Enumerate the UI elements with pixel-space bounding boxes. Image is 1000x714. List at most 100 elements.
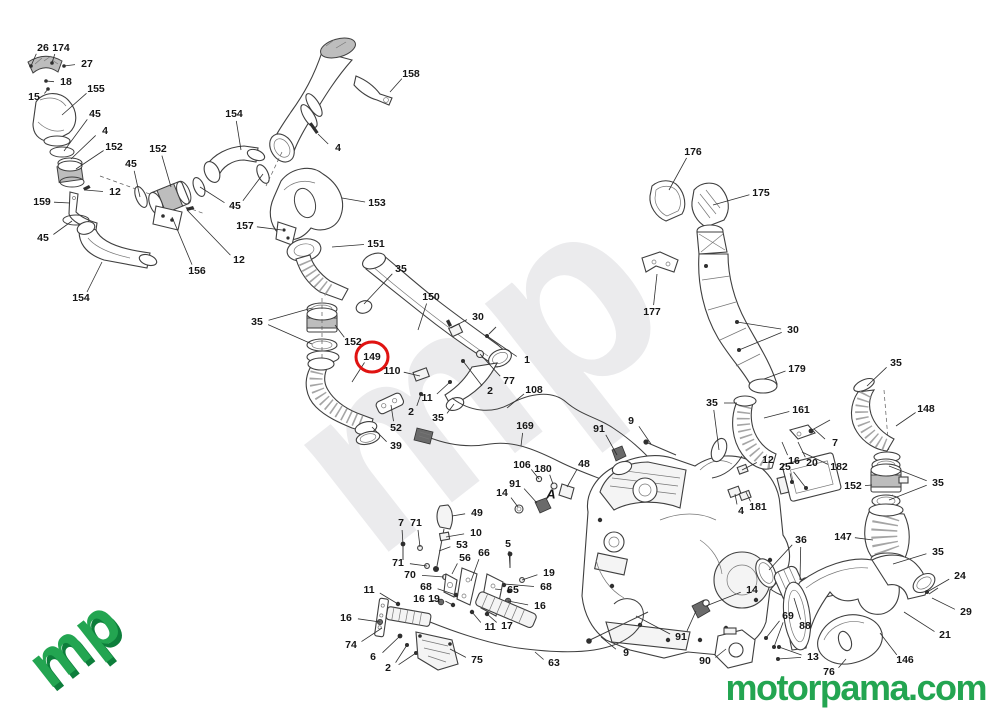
leader-line-24	[926, 578, 950, 593]
part-label-12: 12	[233, 254, 245, 266]
leader-line-91	[523, 488, 538, 504]
leader-line-108	[506, 393, 525, 409]
part-label-35: 35	[932, 477, 944, 489]
part-label-1: 1	[524, 354, 530, 366]
leader-line-1	[486, 335, 517, 357]
part-label-4: 4	[335, 142, 341, 154]
part-label-9: 9	[628, 415, 634, 427]
leader-line-15	[44, 88, 49, 94]
leader-line-5	[508, 550, 511, 568]
part-label-147: 147	[834, 531, 852, 543]
part-label-68: 68	[420, 581, 432, 593]
leader-line-68	[437, 588, 457, 596]
leader-line-19	[521, 574, 538, 581]
part-label-19: 19	[428, 593, 440, 605]
part-label-106: 106	[513, 459, 531, 471]
part-label-27: 27	[81, 58, 93, 70]
part-label-88: 88	[799, 620, 811, 632]
part-label-45: 45	[89, 108, 101, 120]
part-label-13: 13	[807, 651, 819, 663]
leader-line-91	[605, 434, 618, 456]
leader-line-153	[341, 197, 366, 203]
leader-line-14	[510, 497, 519, 508]
part-label-159: 159	[33, 196, 51, 208]
part-label-7: 7	[398, 517, 404, 529]
leader-line-35	[363, 273, 393, 305]
part-label-11: 11	[484, 621, 495, 633]
leader-line-20	[797, 441, 806, 458]
part-label-65: 65	[507, 584, 519, 596]
airbox-drawing	[641, 180, 778, 394]
leader-line-4	[734, 493, 738, 505]
part-label-179: 179	[788, 363, 806, 375]
leader-line-2	[395, 644, 408, 663]
highlight-circle-149	[354, 340, 390, 374]
leader-line-29	[931, 597, 956, 610]
elbow-161-drawing	[710, 395, 777, 479]
leader-line-6	[382, 635, 401, 653]
part-label-49: 49	[471, 507, 483, 519]
part-label-181: 181	[749, 501, 767, 513]
leader-line-179	[763, 370, 786, 380]
part-label-30: 30	[787, 324, 799, 336]
leader-line-91	[686, 610, 697, 632]
part-label-151: 151	[367, 238, 385, 250]
part-label-4: 4	[102, 125, 108, 137]
leader-line-146	[879, 632, 898, 656]
leader-line-106	[530, 469, 540, 480]
part-label-35: 35	[251, 316, 263, 328]
leader-line-11	[436, 381, 451, 395]
leader-line-70	[421, 575, 445, 578]
part-label-110: 110	[384, 365, 401, 377]
leader-line-66	[470, 559, 480, 582]
part-label-12: 12	[109, 186, 121, 198]
part-label-45: 45	[229, 200, 241, 212]
part-label-35: 35	[395, 263, 407, 275]
part-label-152: 152	[844, 480, 862, 492]
leader-line-25	[789, 473, 793, 483]
part-label-21: 21	[939, 629, 951, 641]
leader-line-69	[765, 620, 780, 639]
part-label-175: 175	[752, 187, 770, 199]
leader-line-180	[549, 474, 554, 485]
part-label-17: 17	[501, 620, 513, 632]
part-label-108: 108	[525, 384, 543, 396]
part-label-69: 69	[782, 610, 794, 622]
leader-line-16	[430, 599, 441, 603]
part-label-154: 154	[225, 108, 243, 120]
leader-line-35	[446, 403, 455, 414]
part-label-A: A	[545, 486, 555, 501]
part-label-152: 152	[105, 141, 123, 153]
leader-line-45	[199, 186, 225, 204]
part-label-149: 149	[363, 351, 381, 363]
part-label-26: 26	[37, 42, 49, 54]
leader-line-36	[799, 546, 802, 581]
part-label-24: 24	[954, 570, 966, 582]
part-label-91: 91	[675, 631, 687, 643]
top-duct-drawing	[265, 37, 393, 301]
leader-line-45	[242, 173, 264, 201]
leader-line-150	[417, 303, 427, 331]
part-label-20: 20	[806, 457, 818, 469]
part-label-29: 29	[960, 606, 972, 618]
leader-line-13	[777, 657, 802, 660]
leader-line-154	[235, 120, 242, 151]
part-label-70: 70	[404, 569, 416, 581]
leader-line-13	[778, 646, 802, 656]
part-label-148: 148	[917, 403, 935, 415]
part-label-71: 71	[410, 517, 422, 529]
part-label-4: 4	[738, 505, 744, 517]
leader-line-169	[520, 432, 523, 447]
part-label-56: 56	[459, 552, 471, 564]
part-label-11: 11	[421, 392, 432, 404]
leader-line-152	[161, 155, 172, 188]
part-label-2: 2	[408, 406, 414, 418]
part-label-90: 90	[699, 655, 711, 667]
leader-line-7	[401, 529, 404, 546]
part-label-25: 25	[779, 461, 791, 473]
part-label-30: 30	[472, 311, 484, 323]
leader-line-27	[63, 64, 76, 67]
leader-line-16	[507, 600, 529, 606]
leader-line-154	[86, 261, 103, 293]
